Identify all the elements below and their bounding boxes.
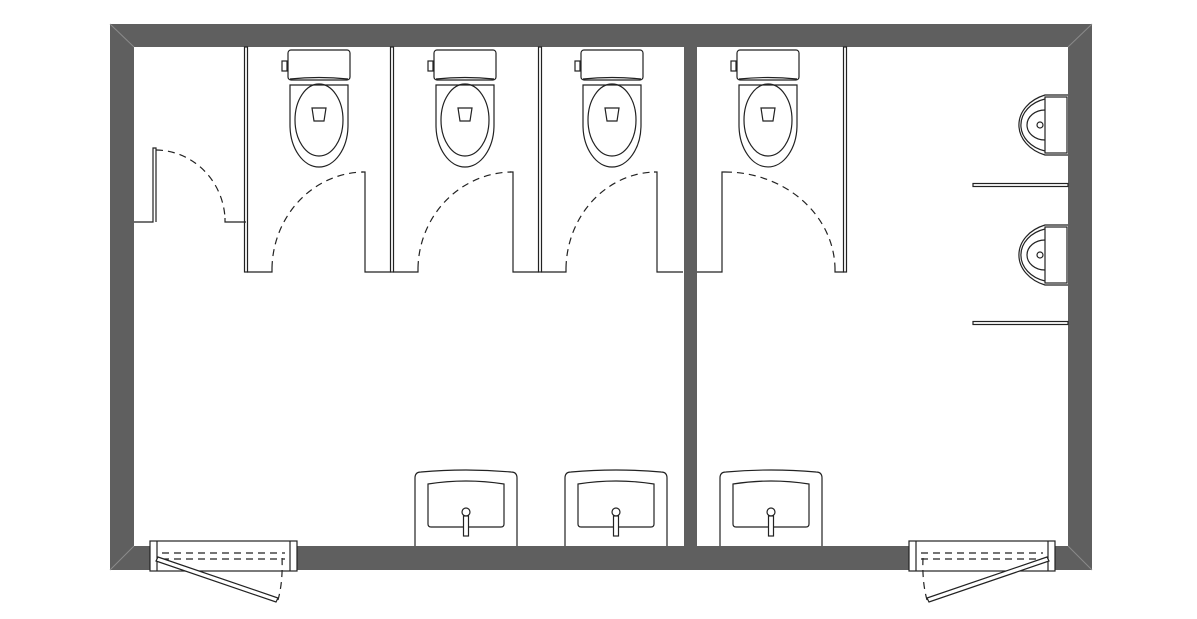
door-swing-arc: [565, 171, 656, 269]
door-swing-arc: [417, 171, 512, 269]
urinal-back: [1044, 226, 1068, 284]
toilet: [574, 49, 644, 168]
sink-basin: [732, 480, 810, 528]
door-swing-arc: [277, 557, 283, 601]
stall-door: [247, 171, 391, 273]
toilet-bowl: [435, 84, 495, 168]
toilet-drain: [457, 107, 473, 122]
entry-door: [908, 540, 1056, 603]
stall-partition: [243, 46, 249, 273]
tank-edge: [582, 76, 642, 80]
door-swing-arc: [922, 557, 928, 601]
urinals: [1018, 94, 1068, 286]
toilet-bowl: [289, 84, 349, 168]
door-leaf: [155, 556, 279, 603]
toilet-seat: [294, 83, 344, 157]
sink-basin: [577, 480, 655, 528]
stall-door-panel: [510, 171, 539, 273]
door-frame: [908, 540, 1056, 572]
flush-handle: [574, 60, 581, 72]
stall-partitions: [134, 46, 1069, 326]
toilet: [427, 49, 497, 168]
entry-door-swing-arc: [155, 149, 226, 219]
door-jamb: [834, 268, 844, 273]
stall-door-panel: [697, 171, 725, 273]
stall-door-panel: [362, 171, 391, 273]
flush-handle: [730, 60, 737, 72]
urinal-basin: [1026, 239, 1046, 271]
door-jamb: [541, 268, 567, 273]
door-swing-arc: [724, 171, 836, 269]
faucet: [767, 515, 775, 537]
flush-handle: [427, 60, 434, 72]
urinal-rim: [1020, 98, 1046, 152]
entry-stub-wall: [224, 218, 246, 223]
toilet-tank: [580, 49, 644, 81]
toilet-drain: [604, 107, 620, 122]
toilet-tank: [433, 49, 497, 81]
center-dividing-wall: [684, 47, 697, 546]
stall-partition: [537, 46, 543, 273]
urinal-drain: [1036, 121, 1044, 129]
urinal-screen: [972, 182, 1069, 188]
faucet: [612, 515, 620, 537]
entry-stub-wall: [134, 147, 157, 223]
urinal-screen: [972, 320, 1069, 326]
stall-door: [697, 171, 844, 273]
toilet-tank: [736, 49, 800, 81]
tank-edge: [738, 76, 798, 80]
toilets: [281, 49, 800, 168]
urinal: [1018, 224, 1068, 286]
wall-corner-lines: [109, 23, 1093, 571]
stall-partition: [842, 46, 848, 273]
urinal-basin: [1026, 109, 1046, 141]
sink: [564, 469, 668, 546]
toilet: [281, 49, 351, 168]
doors: [149, 171, 1056, 603]
tank-edge: [435, 76, 495, 80]
urinal: [1018, 94, 1068, 156]
toilet-drain: [311, 107, 327, 122]
entry-door: [149, 540, 298, 603]
stall-door: [393, 171, 539, 273]
sinks: [414, 469, 823, 546]
stall-door: [541, 171, 683, 273]
stall-door-panel: [654, 171, 683, 273]
sink: [414, 469, 518, 546]
tank-edge: [289, 76, 349, 80]
urinal-back: [1044, 96, 1068, 154]
toilet: [730, 49, 800, 168]
toilet-seat: [743, 83, 793, 157]
door-jamb: [393, 268, 419, 273]
walls: [109, 23, 1093, 571]
urinal-drain: [1036, 251, 1044, 259]
door-leaf: [926, 556, 1050, 603]
sink-basin: [427, 480, 505, 528]
toilet-seat: [587, 83, 637, 157]
urinal-rim: [1020, 228, 1046, 282]
door-swing-arc: [271, 171, 364, 269]
faucet: [462, 515, 470, 537]
flush-handle: [281, 60, 288, 72]
toilet-seat: [440, 83, 490, 157]
toilet-tank: [287, 49, 351, 81]
toilet-bowl: [582, 84, 642, 168]
toilet-drain: [760, 107, 776, 122]
stall-partition: [389, 46, 395, 273]
toilet-bowl: [738, 84, 798, 168]
door-jamb: [247, 268, 273, 273]
sink: [719, 469, 823, 546]
